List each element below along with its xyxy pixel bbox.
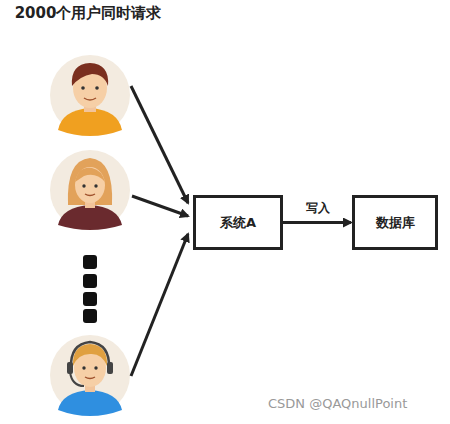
request-arrow bbox=[131, 86, 188, 376]
user-avatar bbox=[50, 55, 130, 136]
user-avatar bbox=[50, 335, 130, 416]
edge-label: 写入 bbox=[306, 200, 330, 217]
flow-arrow bbox=[283, 221, 351, 224]
process-box: 系统A bbox=[193, 195, 283, 250]
box-label: 系统A bbox=[220, 214, 256, 232]
ellipsis-dots bbox=[83, 255, 97, 323]
box-label: 数据库 bbox=[376, 214, 415, 232]
diagram-title: 2000个用户同时请求 bbox=[8, 3, 168, 23]
process-box: 数据库 bbox=[352, 195, 438, 250]
watermark: CSDN @QAQnullPoint bbox=[268, 396, 407, 411]
user-avatar bbox=[50, 150, 130, 230]
